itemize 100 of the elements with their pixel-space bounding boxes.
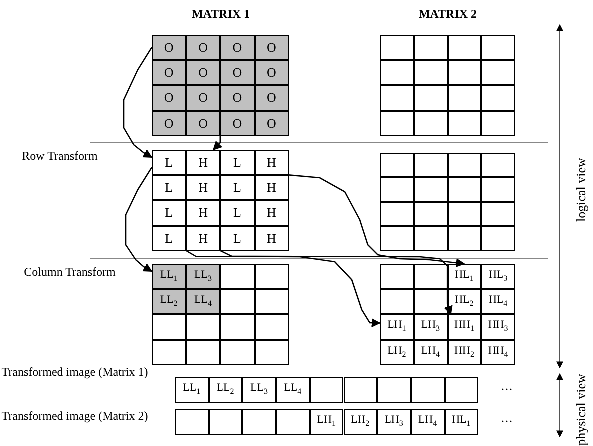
matrix-cell <box>152 314 186 340</box>
matrix-cell <box>481 60 516 86</box>
matrix-cell <box>220 340 255 365</box>
matrix-cell <box>186 85 220 111</box>
matrix-cell <box>152 60 186 86</box>
caption-text: … <box>500 380 514 394</box>
matrix-cell <box>220 264 255 290</box>
matrix-cell <box>414 153 448 178</box>
cell-text: LH$_{3}$ <box>384 415 404 428</box>
cell-text: H <box>198 181 208 194</box>
cell-text: O <box>164 66 174 80</box>
matrix-cell <box>220 314 255 340</box>
matrix-cell <box>380 226 414 251</box>
cell-text: HL$_{1}$ <box>452 415 471 428</box>
matrix-cell <box>254 289 289 314</box>
matrix-cell <box>208 377 242 402</box>
matrix-cell <box>152 85 186 111</box>
arrow <box>212 60 223 151</box>
matrix-cell <box>448 226 482 251</box>
arrow <box>123 47 153 158</box>
matrix-cell <box>152 289 186 314</box>
cell-text: H <box>266 156 276 170</box>
matrix-cell <box>444 377 478 402</box>
cell-text: LL$_{2}$ <box>216 383 234 396</box>
matrix-cell <box>186 264 220 290</box>
cell-text: LL$_{3}$ <box>250 383 268 396</box>
matrix-cell <box>186 60 220 86</box>
matrix-cell <box>414 177 448 202</box>
cell-text: O <box>232 91 242 104</box>
cell-text: LH$_{2}$ <box>388 346 406 359</box>
matrix-cell <box>481 314 516 340</box>
matrix-cell <box>380 177 414 202</box>
matrix-cell <box>175 409 209 434</box>
cell-text: O <box>232 116 242 130</box>
matrix-cell <box>186 340 220 365</box>
matrix-cell <box>310 409 344 434</box>
matrix-cell <box>186 150 220 176</box>
cell-text: O <box>266 66 276 80</box>
matrix-cell <box>242 409 276 434</box>
matrix-cell <box>380 314 414 340</box>
matrix-cell <box>481 289 516 314</box>
matrix-cell <box>414 264 448 290</box>
matrix-cell <box>448 289 482 314</box>
matrix-cell <box>152 226 186 251</box>
cell-text: O <box>164 41 174 54</box>
matrix-cell <box>481 110 516 136</box>
caption-text: MATRIX 1 <box>190 8 252 22</box>
matrix-cell <box>152 264 186 290</box>
matrix-cell <box>220 110 255 136</box>
matrix-cell <box>254 200 289 226</box>
matrix-cell <box>310 377 344 402</box>
cell-text: HL$_{4}$ <box>488 295 508 308</box>
matrix-cell <box>254 60 289 86</box>
matrix-cell <box>380 264 414 290</box>
cell-text: HH$_{2}$ <box>454 346 474 359</box>
matrix-cell <box>344 377 378 402</box>
matrix-cell <box>276 409 310 434</box>
axis-label: physical view <box>574 374 590 446</box>
matrix-cell <box>380 60 414 86</box>
matrix-cell <box>186 35 220 60</box>
matrix-cell <box>448 340 482 365</box>
matrix-cell <box>344 409 378 434</box>
cell-text: H <box>198 206 208 220</box>
arrow <box>220 200 453 316</box>
matrix-cell <box>414 60 448 86</box>
cell-text: LL$_{1}$ <box>160 270 178 284</box>
matrix-cell <box>448 264 482 290</box>
cell-text: L <box>165 206 174 220</box>
matrix-cell <box>380 153 414 178</box>
caption-text: Transformed image (Matrix 2) <box>0 410 150 424</box>
cell-text: H <box>266 232 276 245</box>
matrix-cell <box>481 226 516 251</box>
cell-text: L <box>165 232 174 245</box>
cell-text: O <box>266 41 276 54</box>
cell-text: O <box>232 66 242 80</box>
matrix-cell <box>152 200 186 226</box>
cell-text: LH$_{1}$ <box>388 320 406 334</box>
caption-text: … <box>500 412 514 426</box>
cell-text: O <box>198 41 208 54</box>
cell-text: LL$_{3}$ <box>194 270 212 284</box>
matrix-cell <box>186 289 220 314</box>
cell-text: O <box>198 116 208 130</box>
matrix-cell <box>175 377 209 402</box>
cell-text: LH$_{2}$ <box>351 415 370 428</box>
cell-text: H <box>266 206 276 220</box>
matrix-cell <box>380 289 414 314</box>
cell-text: O <box>232 41 242 54</box>
matrix-cell <box>448 177 482 202</box>
matrix-cell <box>254 314 289 340</box>
matrix-cell <box>448 110 482 136</box>
matrix-cell <box>254 150 289 176</box>
matrix-cell <box>414 110 448 136</box>
matrix-cell <box>380 110 414 136</box>
cell-text: HH$_{4}$ <box>488 346 508 359</box>
matrix-cell <box>220 175 255 200</box>
cell-text: O <box>198 91 208 104</box>
matrix-cell <box>220 85 255 111</box>
matrix-cell <box>254 85 289 111</box>
cell-text: HH$_{3}$ <box>488 320 508 334</box>
cell-text: LH$_{3}$ <box>421 320 440 334</box>
